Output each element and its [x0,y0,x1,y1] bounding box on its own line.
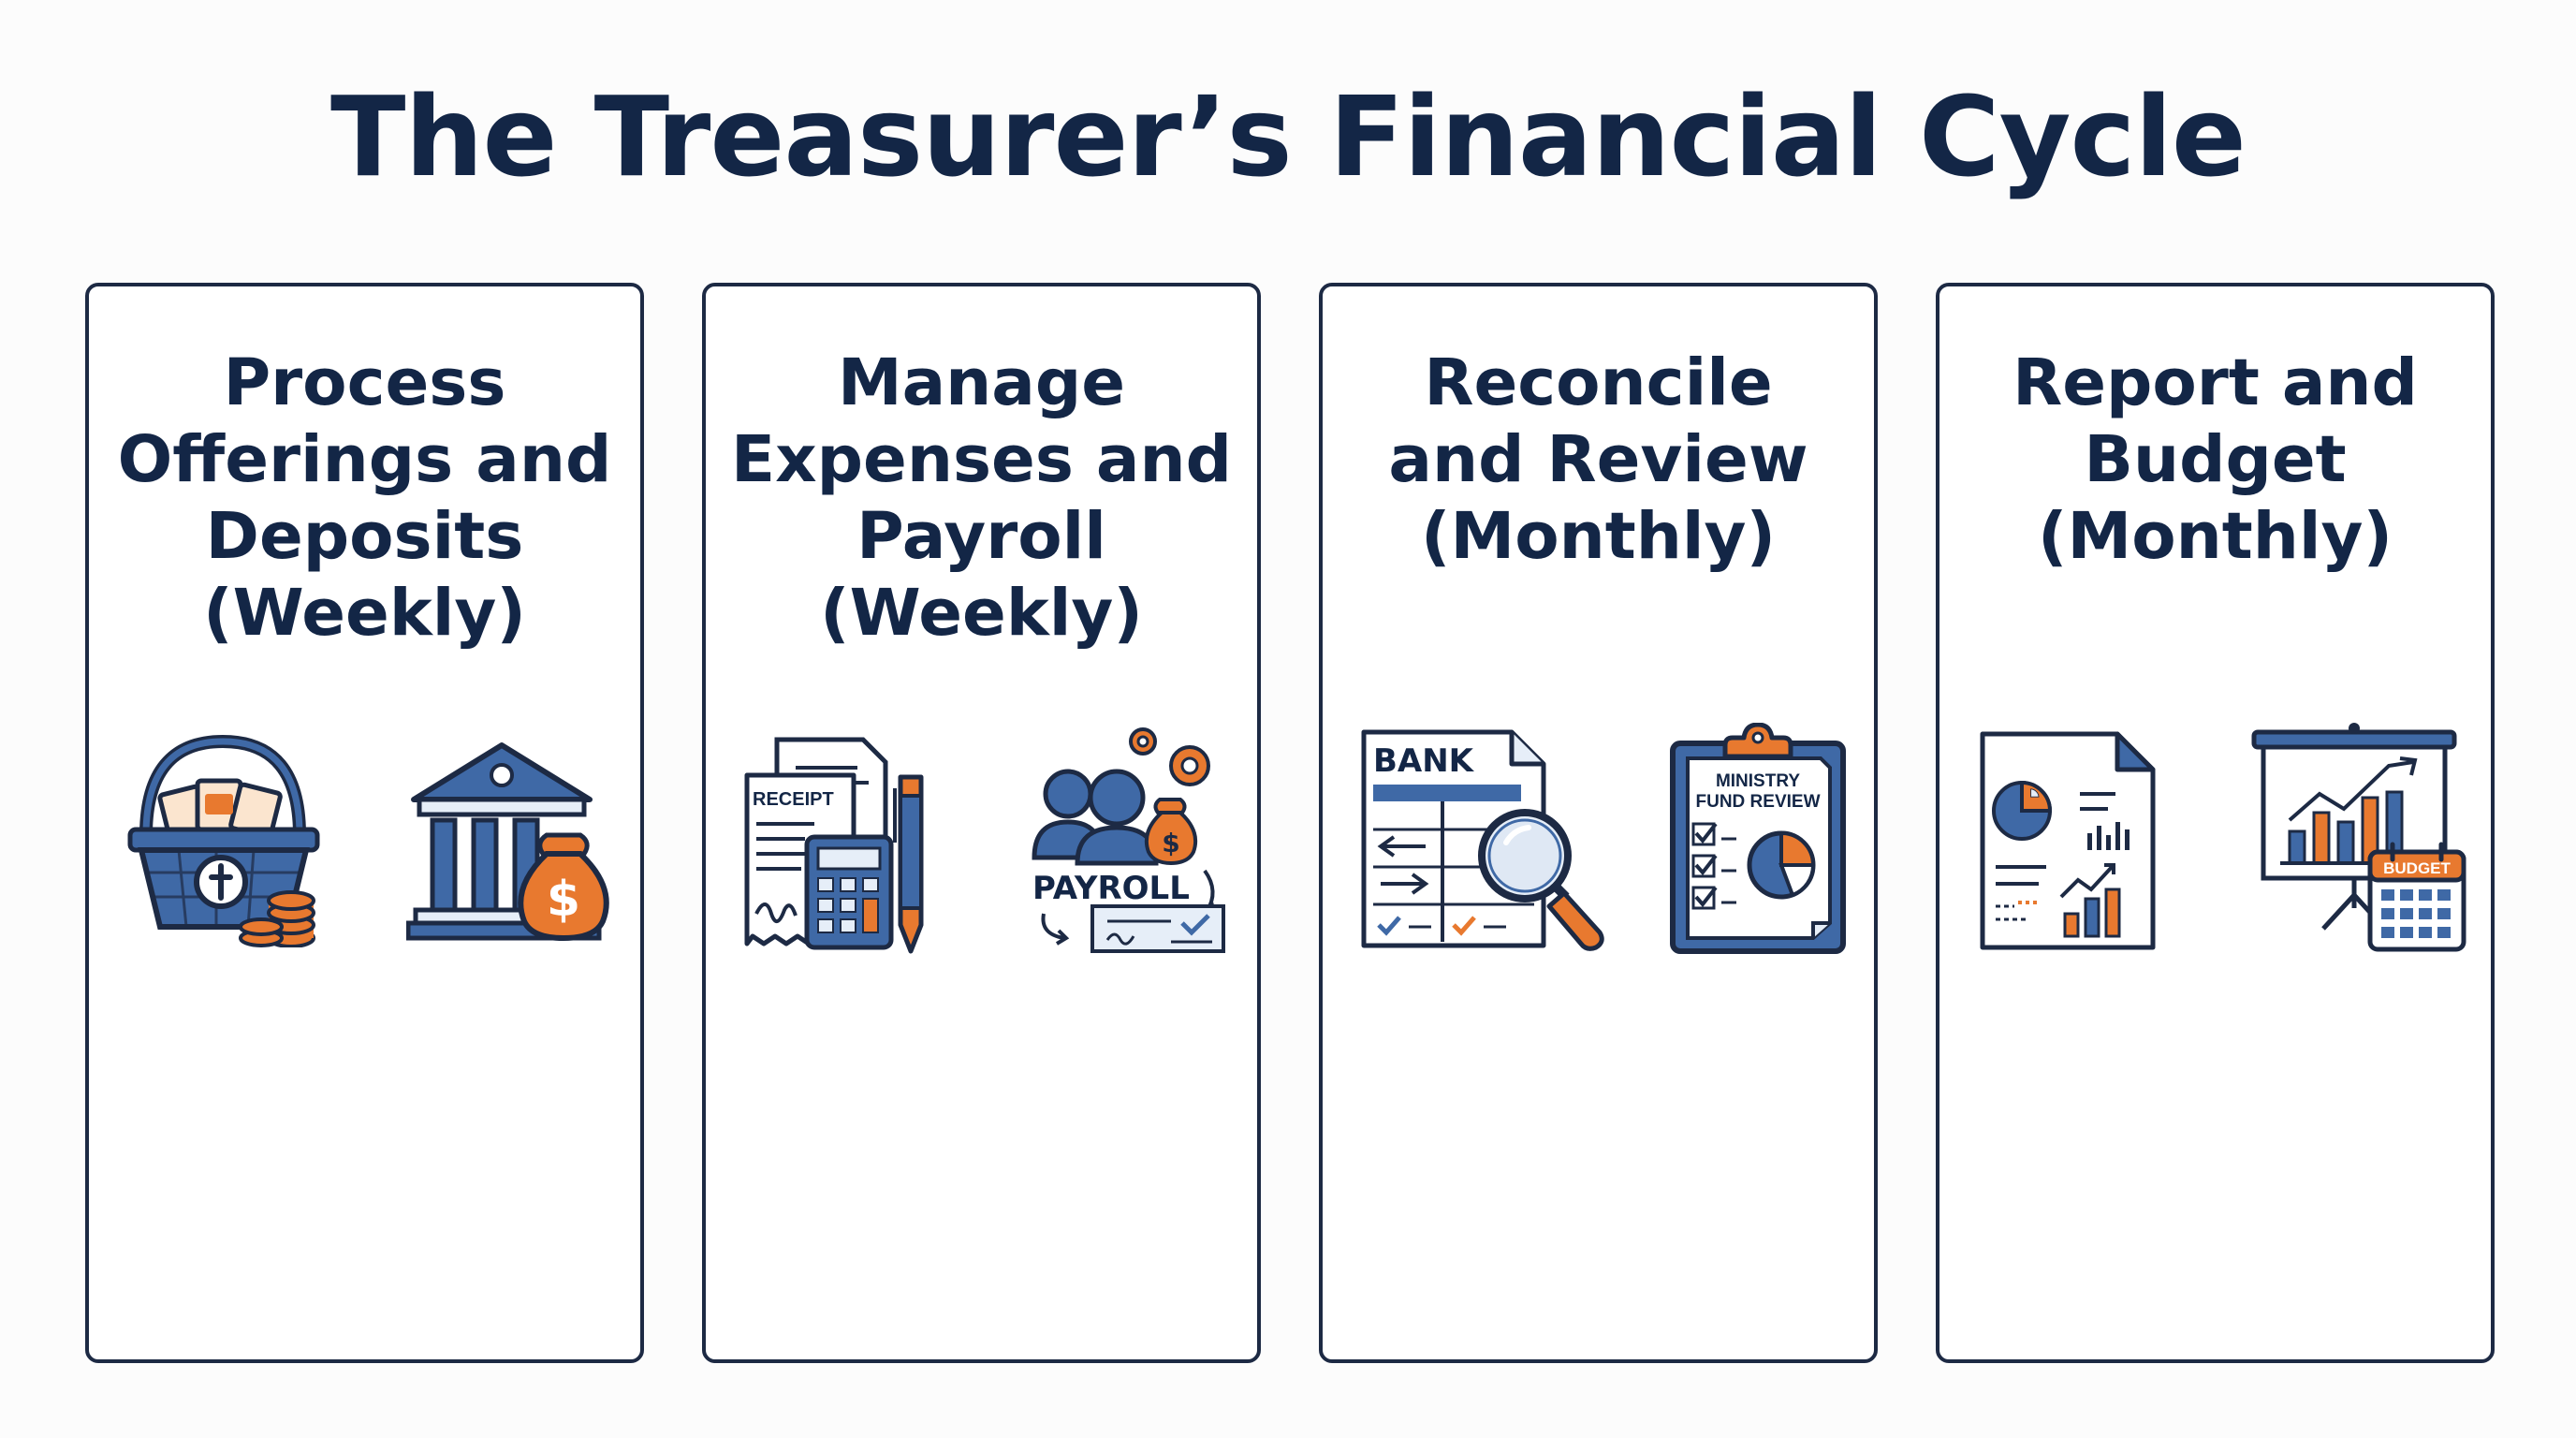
page-title: The Treasurer’s Financial Cycle [330,72,2247,201]
card-title-line: (Monthly) [2038,499,2393,574]
card-manage-expenses: Manage Expenses and Payroll (Weekly) REC… [702,283,1261,1363]
card-title-line: Offerings and [117,422,612,497]
card-reconcile-review: Reconcile and Review (Monthly) BANK [1319,283,1878,1363]
card-title: Reconcile and Review (Monthly) [1323,345,1874,575]
fund-review-label: FUND REVIEW [1696,792,1821,812]
financial-report-document-icon [1980,731,2156,950]
bank-label: BANK [1373,742,1475,780]
card-title: Report and Budget (Monthly) [1939,345,2491,575]
card-title-line: Manage [837,345,1126,420]
card-title-line: and Review [1388,422,1808,497]
svg-text:$: $ [1162,828,1179,858]
bank-statement-magnifier-icon: BANK [1361,729,1604,951]
card-title-line: (Weekly) [203,576,526,651]
budget-presentation-board-icon: BUDGET [2251,723,2466,952]
offering-basket-icon [127,734,320,947]
receipt-label: RECEIPT [753,789,834,810]
card-process-offerings: Process Offerings and Deposits (Weekly) [85,283,644,1363]
card-title-line: Payroll [856,499,1106,574]
budget-label: BUDGET [2383,859,2451,877]
card-report-budget: Report and Budget (Monthly) [1936,283,2495,1363]
payroll-people-check-icon: $ PAYROLL [1032,727,1225,953]
card-title-line: Report and [2012,345,2418,420]
ministry-label: MINISTRY [1716,771,1800,791]
ministry-fund-review-clipboard-icon: MINISTRY FUND REVIEW [1670,723,1846,954]
card-title-line: (Weekly) [820,576,1143,651]
receipt-calculator-pen-icon: RECEIPT [744,737,924,954]
card-title-line: Deposits [205,499,524,574]
bank-with-money-bag-icon: $ [406,742,609,942]
card-title: Process Offerings and Deposits (Weekly) [89,345,640,652]
card-title-line: Reconcile [1424,345,1773,420]
card-title-line: Process [223,345,506,420]
card-title-line: Expenses and [731,422,1232,497]
card-title-line: Budget [2084,422,2347,497]
card-title: Manage Expenses and Payroll (Weekly) [706,345,1257,652]
payroll-label: PAYROLL [1032,870,1190,907]
svg-text:$: $ [547,872,580,928]
card-title-line: (Monthly) [1421,499,1776,574]
